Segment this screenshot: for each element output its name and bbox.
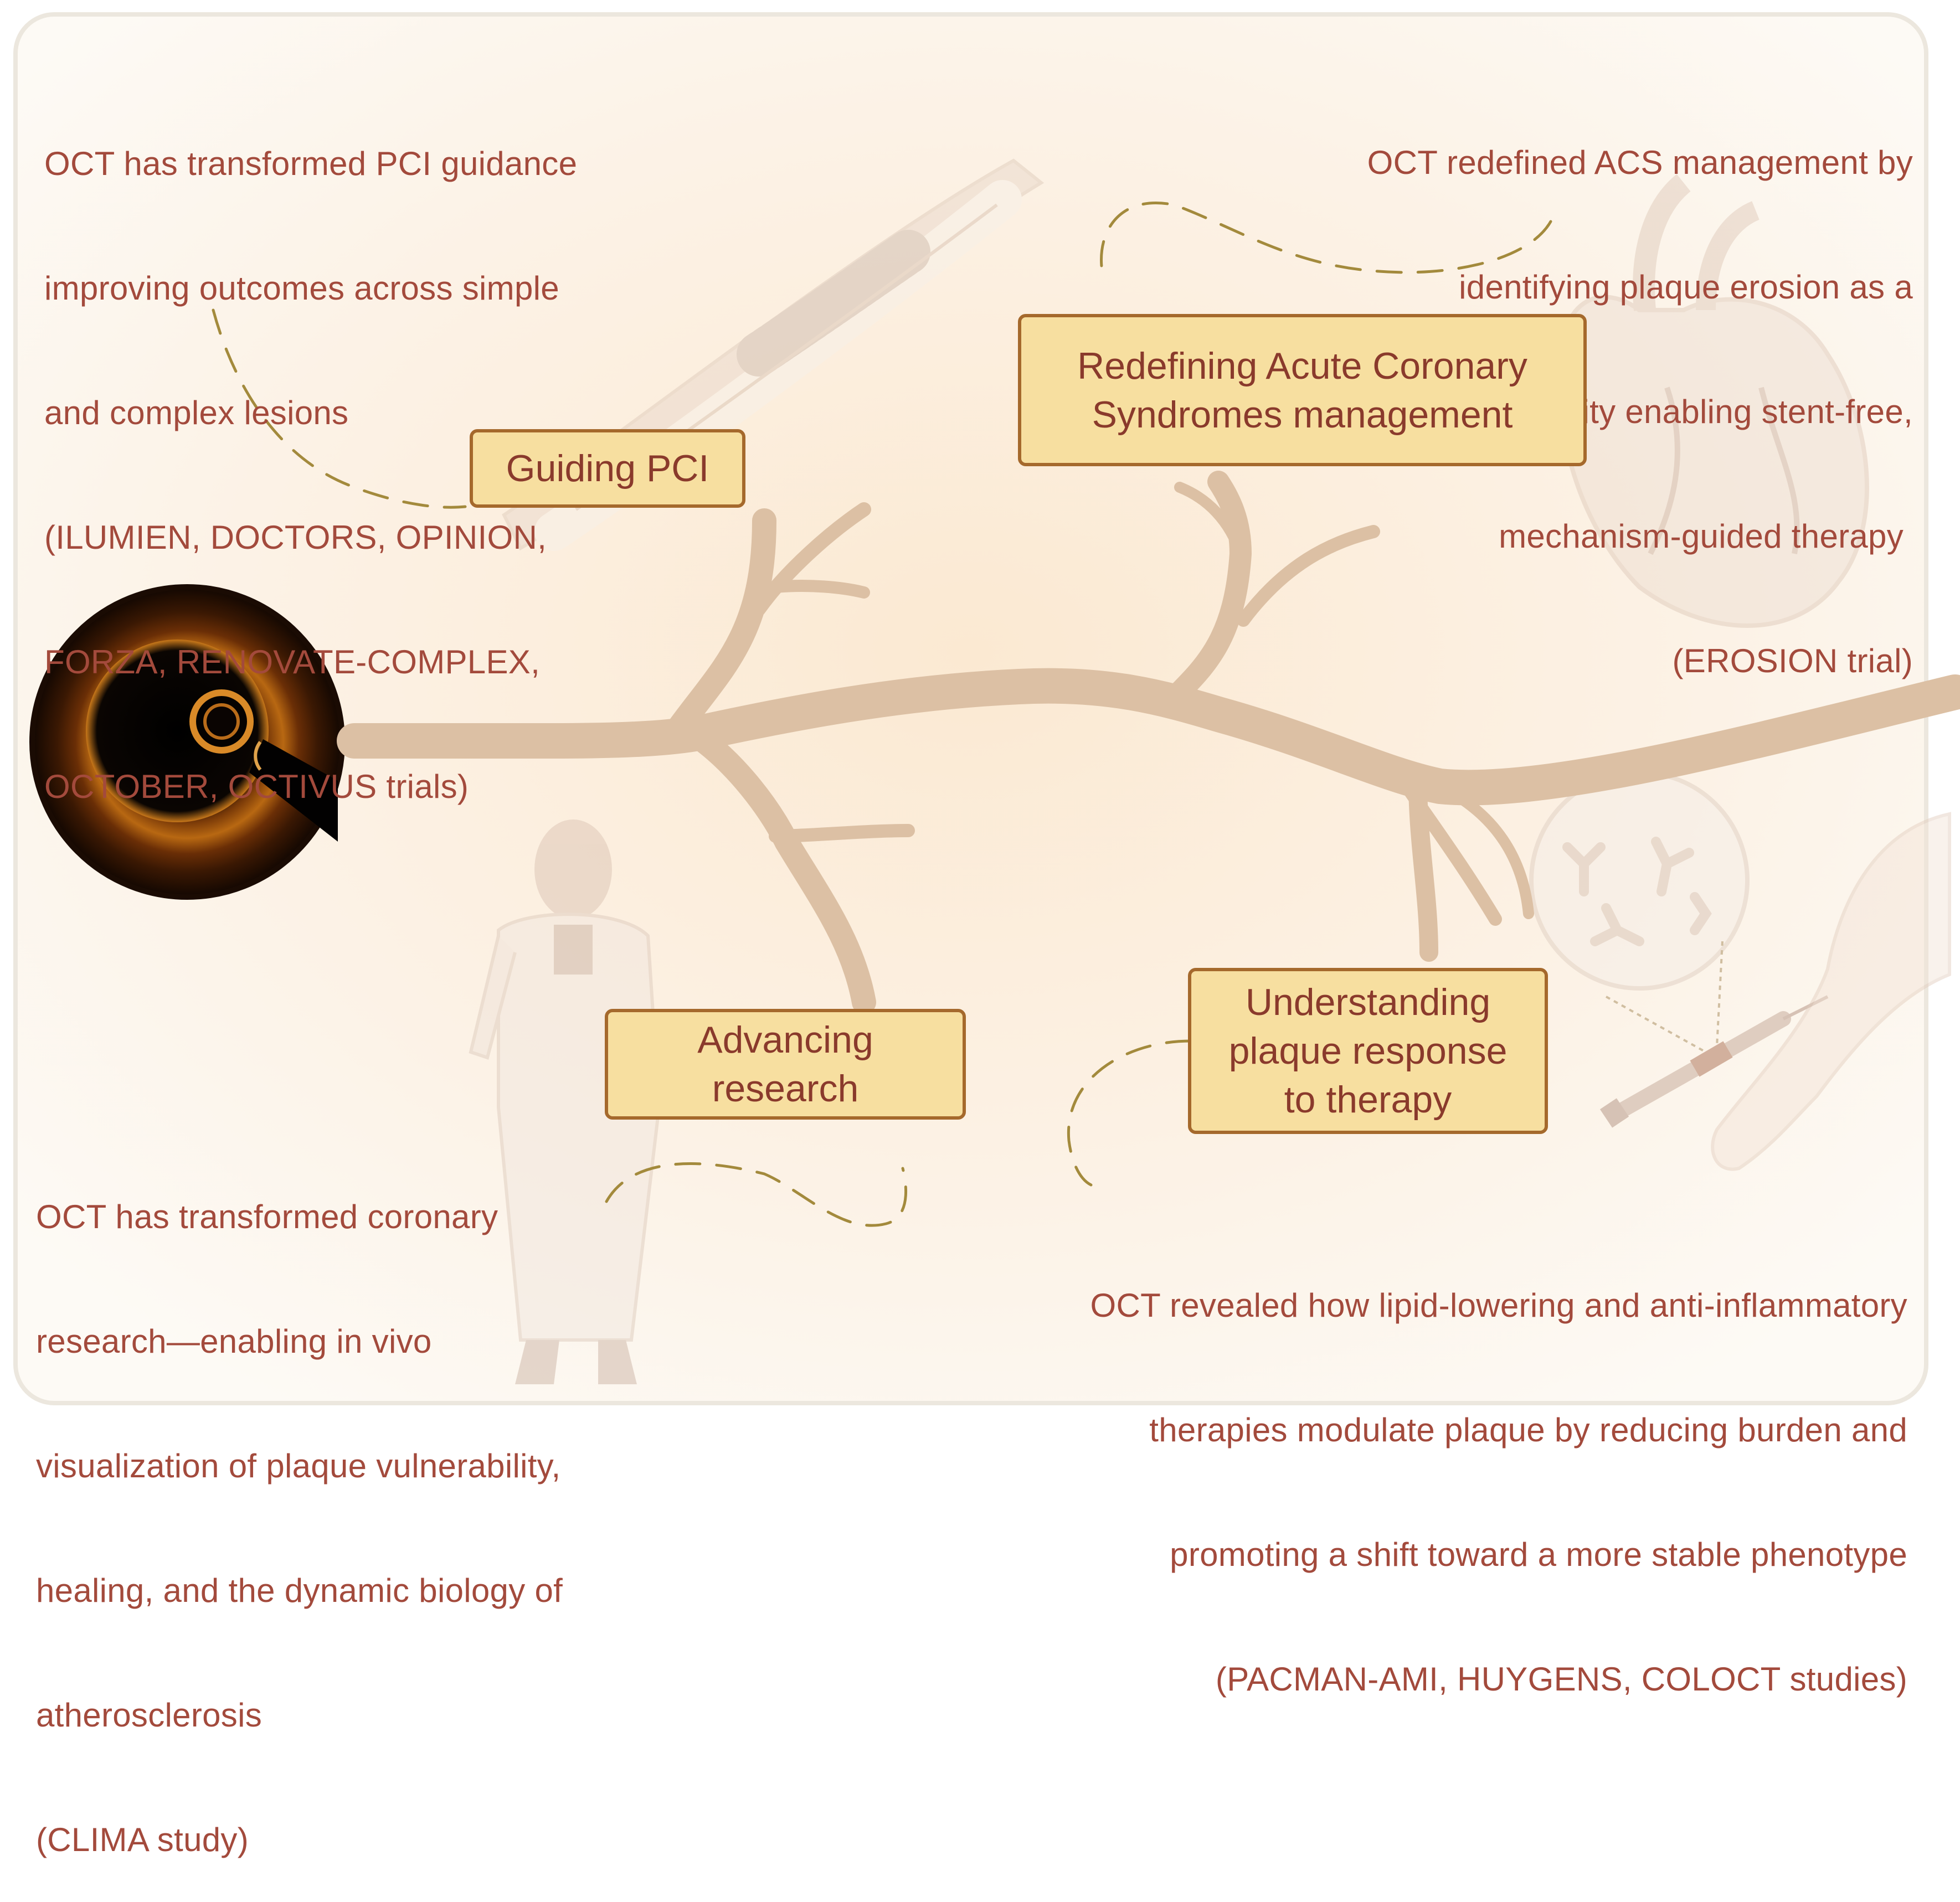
note-line: OCT has transformed PCI guidance <box>44 145 578 182</box>
arm-illustration <box>1711 812 1951 1171</box>
label-box-acs: Redefining Acute Coronary Syndromes mana… <box>1018 314 1587 466</box>
branch-tree <box>337 471 1960 1014</box>
label-box-guiding-pci: Guiding PCI <box>470 429 745 508</box>
box-line: plaque response <box>1228 1030 1508 1072</box>
note-guiding-pci: OCT has transformed PCI guidance improvi… <box>44 60 577 849</box>
note-line: promoting a shift toward a more stable p… <box>1170 1536 1907 1573</box>
note-line: FORZA, RENOVATE-COMPLEX, <box>44 643 541 681</box>
note-line: visualization of plaque vulnerability, <box>36 1447 561 1485</box>
infographic: OCT has transformed PCI guidance improvi… <box>13 12 1960 1858</box>
note-line: and complex lesions <box>44 394 349 431</box>
syringe-illustration <box>1599 995 1829 1128</box>
note-line: (PACMAN-AMI, HUYGENS, COLOCT studies) <box>1215 1661 1907 1698</box>
note-line: OCT revealed how lipid-lowering and anti… <box>1090 1287 1907 1324</box>
note-line: healing, and the dynamic biology of <box>36 1572 563 1609</box>
box-line: to therapy <box>1284 1079 1452 1121</box>
connector-acs <box>1100 202 1552 274</box>
box-line: research <box>712 1068 859 1110</box>
dashed-connectors <box>212 202 1552 1227</box>
note-acs: OCT redefined ACS management by identify… <box>1367 59 1913 723</box>
box-line: Syndromes management <box>1092 393 1513 436</box>
box-line: Guiding PCI <box>506 447 709 489</box>
connector-guiding-pci <box>212 308 467 509</box>
connector-therapy <box>1067 1039 1192 1187</box>
note-line: improving outcomes across simple <box>44 270 559 307</box>
connector-research <box>605 1162 908 1227</box>
note-research: OCT has transformed coronary research—en… <box>36 1113 563 1902</box>
box-line: Understanding <box>1245 981 1491 1023</box>
note-line: OCT has transformed coronary <box>36 1198 498 1235</box>
note-line: identifying plaque erosion as a <box>1459 269 1913 306</box>
label-box-research: Advancing research <box>605 1009 966 1120</box>
note-line: (ILUMIEN, DOCTORS, OPINION, <box>44 519 547 556</box>
note-line: OCTOBER, OCTIVUS trials) <box>44 768 469 805</box>
note-line: (CLIMA study) <box>36 1821 249 1858</box>
box-line: Redefining Acute Coronary <box>1077 344 1527 387</box>
box-line: Advancing <box>697 1019 873 1061</box>
note-line: atherosclerosis <box>36 1697 263 1734</box>
note-line: therapies modulate plaque by reducing bu… <box>1149 1411 1907 1449</box>
oct-cross-section-image <box>29 584 345 900</box>
note-line: (EROSION trial) <box>1672 642 1913 679</box>
note-line: mechanism-guided therapy <box>1499 518 1913 555</box>
note-therapy: OCT revealed how lipid-lowering and anti… <box>1090 1202 1907 1741</box>
label-box-therapy: Understanding plaque response to therapy <box>1188 968 1548 1134</box>
antibody-illustration <box>1529 770 1750 1053</box>
note-line: research—enabling in vivo <box>36 1323 432 1360</box>
note-line: OCT redefined ACS management by <box>1367 144 1913 181</box>
heart-illustration <box>1561 174 1869 628</box>
